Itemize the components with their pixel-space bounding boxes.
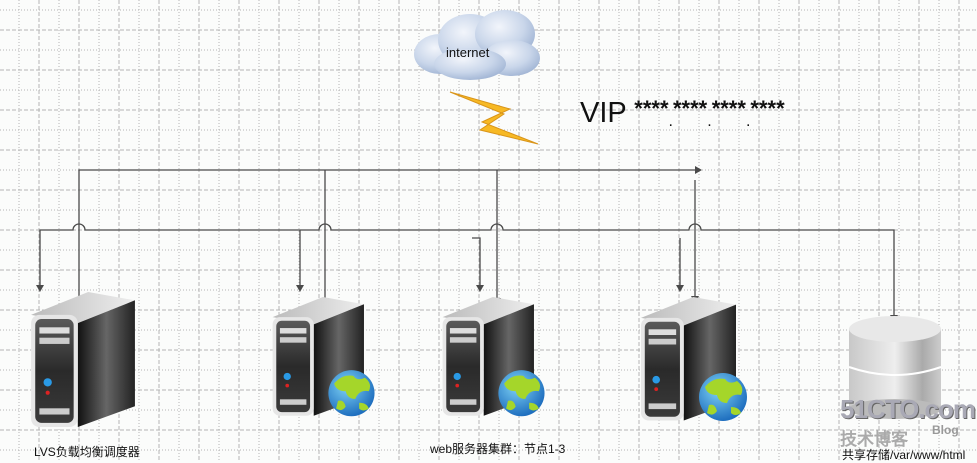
web-server-2-icon[interactable] <box>438 297 553 422</box>
web-server-3-icon[interactable] <box>636 297 756 427</box>
globe-icon <box>699 373 747 421</box>
watermark-sub: 技术博客 <box>840 430 908 449</box>
storage-label: 共享存储/var/www/html <box>842 448 966 462</box>
lightning-bolt-icon <box>449 91 539 145</box>
vip-octet: **** <box>711 96 746 121</box>
arrowhead <box>676 285 684 292</box>
web-server-1-icon[interactable] <box>268 297 383 422</box>
watermark-blog: Blog <box>932 423 959 437</box>
arrowhead <box>36 285 44 292</box>
vip-prefix: VIP <box>580 97 627 129</box>
arrowhead <box>695 166 702 174</box>
vip-octet: **** <box>634 96 669 121</box>
vip-dot: . <box>745 113 751 130</box>
watermark: 51CTO.com 技术博客 Blog <box>840 394 976 449</box>
shared-storage-icon[interactable] <box>845 315 945 420</box>
watermark-brand: 51CTO.com <box>840 394 976 424</box>
arrowhead <box>296 285 304 292</box>
drop-line <box>472 237 481 285</box>
vip-bus-line <box>78 169 695 300</box>
arrowhead <box>476 285 484 292</box>
internet-cloud <box>414 10 540 145</box>
web-cluster-label: web服务器集群：节点1-3 <box>430 442 566 456</box>
vip-octet: **** <box>750 96 785 121</box>
lvs-label: LVS负载均衡调度器 <box>34 445 140 459</box>
lvs-server-icon[interactable] <box>28 292 138 427</box>
globe-icon <box>328 370 375 417</box>
vip-dot: . <box>707 113 712 130</box>
internet-label: internet <box>446 45 490 60</box>
vip-address: VIP ****.****.****.**** <box>580 96 785 131</box>
real-server-bus-line <box>39 223 895 315</box>
vip-octet: **** <box>672 96 708 121</box>
globe-icon <box>498 370 545 417</box>
vip-dot: . <box>668 113 673 130</box>
